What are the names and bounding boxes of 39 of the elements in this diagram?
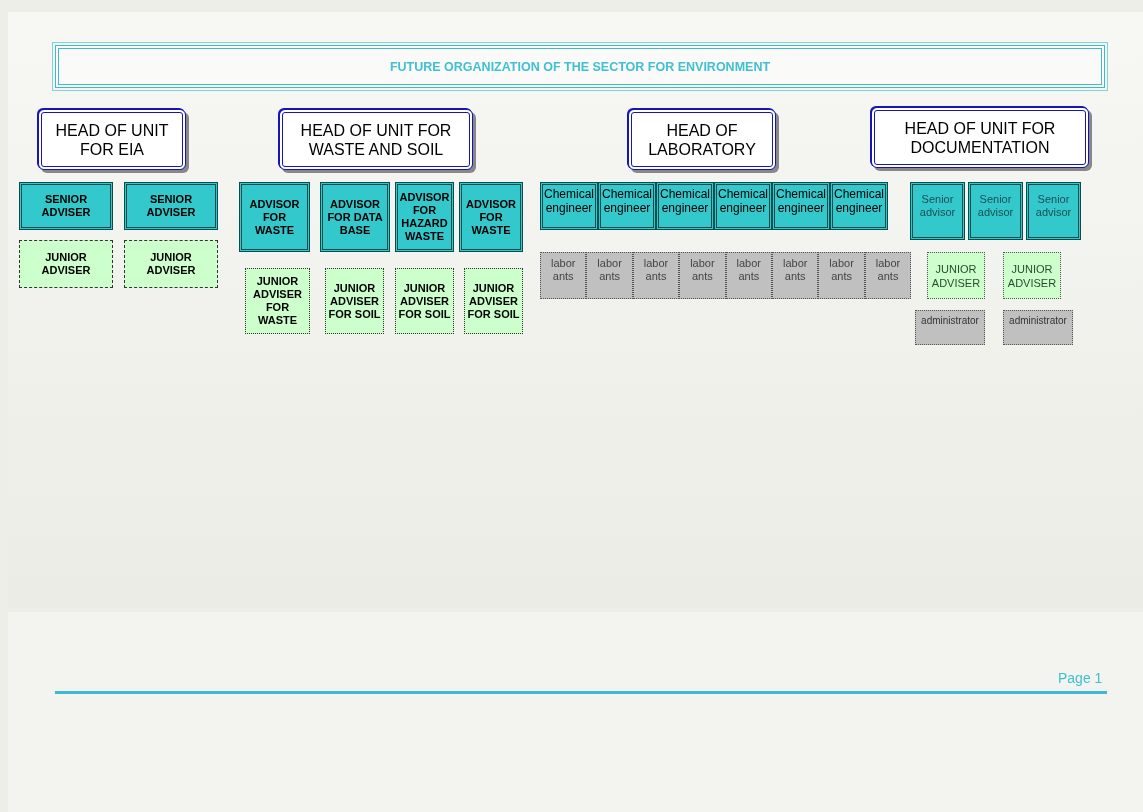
position-box: labor ants bbox=[864, 252, 912, 299]
position-box: SENIOR ADVISER bbox=[19, 182, 113, 230]
position-box: Chemical engineer bbox=[772, 182, 830, 230]
position-box: JUNIOR ADVISER FOR SOIL bbox=[325, 268, 384, 334]
position-box: Senior advisor bbox=[910, 182, 965, 240]
position-box: Chemical engineer bbox=[714, 182, 772, 230]
position-box: labor ants bbox=[632, 252, 680, 299]
position-box: Senior advisor bbox=[968, 182, 1023, 240]
position-box: JUNIOR ADVISER FOR WASTE bbox=[245, 268, 310, 334]
position-box: labor ants bbox=[818, 252, 865, 299]
position-box: SENIOR ADVISER bbox=[124, 182, 218, 230]
position-box: ADVISOR FOR DATA BASE bbox=[320, 182, 390, 252]
unit-head-frame: HEAD OF UNIT FOR WASTE AND SOIL bbox=[279, 109, 473, 170]
unit-head-frame: HEAD OF UNIT FOR DOCUMENTATION bbox=[871, 107, 1089, 168]
unit-head-frame: HEAD OF UNIT FOR EIA bbox=[38, 109, 186, 170]
position-box: labor ants bbox=[725, 252, 772, 299]
position-box: Senior advisor bbox=[1026, 182, 1081, 240]
title-banner: FUTURE ORGANIZATION OF THE SECTOR FOR ENVIRONMENT bbox=[55, 45, 1105, 88]
position-box: JUNIOR ADVISER bbox=[19, 240, 113, 288]
position-box: Chemical engineer bbox=[598, 182, 656, 230]
position-box: ADVISOR FOR HAZARD WASTE bbox=[395, 182, 454, 252]
position-box: Chemical engineer bbox=[830, 182, 888, 230]
position-box: Chemical engineer bbox=[656, 182, 714, 230]
page-number: Page 1 bbox=[1058, 670, 1103, 686]
position-box: Chemical engineer bbox=[540, 182, 598, 230]
position-box: labor ants bbox=[540, 252, 587, 299]
position-box: JUNIOR ADVISER bbox=[1003, 252, 1061, 299]
position-box: ADVISOR FOR WASTE bbox=[459, 182, 523, 252]
position-box: labor ants bbox=[679, 252, 726, 299]
position-box: administrator bbox=[1003, 310, 1073, 345]
position-box: ADVISOR FOR WASTE bbox=[239, 182, 310, 252]
position-box: JUNIOR ADVISER FOR SOIL bbox=[464, 268, 523, 334]
position-box: JUNIOR ADVISER bbox=[927, 252, 985, 299]
position-box: JUNIOR ADVISER bbox=[124, 240, 218, 288]
position-box: JUNIOR ADVISER FOR SOIL bbox=[395, 268, 454, 334]
unit-head-frame: HEAD OF LABORATORY bbox=[628, 109, 776, 170]
position-box: labor ants bbox=[586, 252, 633, 299]
position-box: labor ants bbox=[772, 252, 819, 299]
position-box: administrator bbox=[915, 310, 985, 345]
